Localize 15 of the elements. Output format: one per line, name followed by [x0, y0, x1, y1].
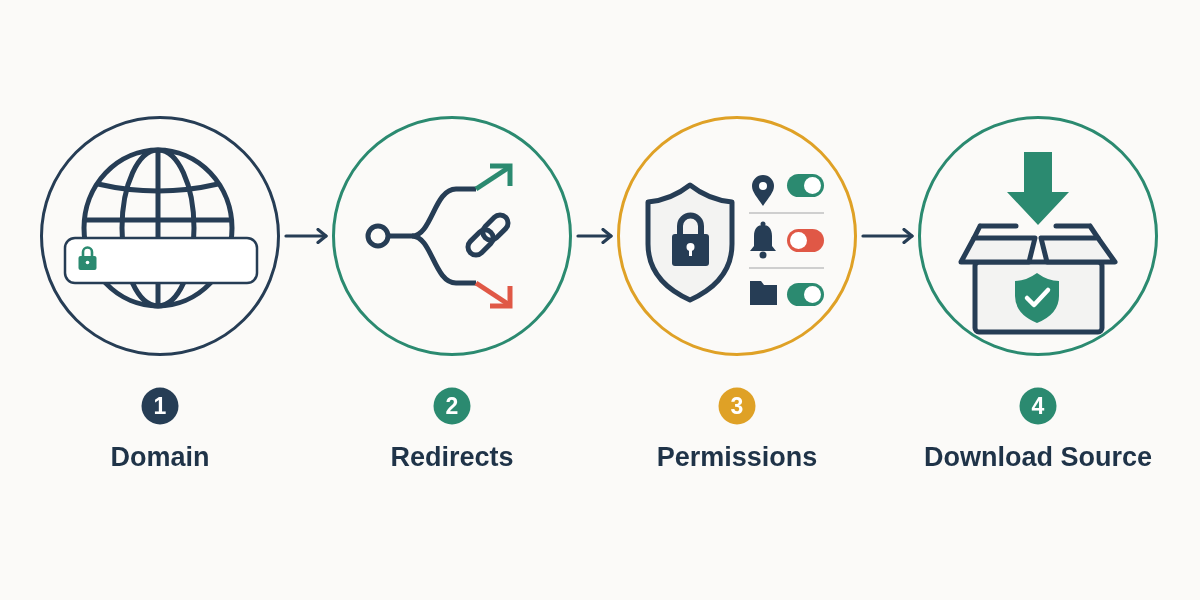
step-label: Domain: [110, 440, 210, 474]
step-number: 4: [1019, 387, 1057, 425]
step-circle: [617, 116, 857, 356]
step-label: Download Source: [924, 440, 1152, 474]
step-label: Redirects: [390, 440, 514, 474]
step-number: 1: [141, 387, 179, 425]
step-number: 2: [433, 387, 471, 425]
arrow: [861, 227, 914, 245]
step-label: Permissions: [656, 440, 818, 474]
step-circle: [332, 116, 572, 356]
step-number: 3: [718, 387, 756, 425]
arrow: [576, 227, 613, 245]
step-circle: [918, 116, 1158, 356]
arrow: [284, 227, 328, 245]
step-circle: [40, 116, 280, 356]
